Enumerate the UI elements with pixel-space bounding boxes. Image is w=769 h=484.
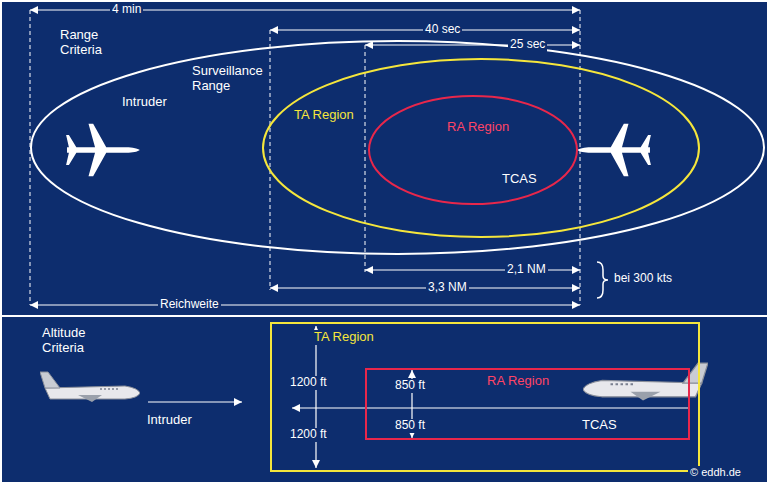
- ellipse-outline: [262, 58, 700, 238]
- intruder-plane-top: [66, 124, 140, 176]
- dimension-label: 25 sec: [508, 38, 547, 52]
- aircraft-label: TCAS: [580, 418, 619, 433]
- dimension-line: [365, 270, 580, 271]
- dashed-guides: [30, 10, 580, 305]
- ra-region-ellipse: RA RegionTCAS: [368, 95, 578, 205]
- dimension-line: [270, 288, 580, 289]
- brace: [597, 262, 608, 298]
- intruder-direction-arrow: [148, 401, 242, 402]
- guide-line: [270, 30, 271, 290]
- flight-path-arrow: [292, 407, 688, 408]
- watermark: © eddh.de: [688, 466, 743, 479]
- speed-note: bei 300 kts: [612, 272, 674, 286]
- dimension-line: [30, 305, 580, 306]
- region-label: Surveillance Range: [190, 64, 268, 94]
- altitude-label: 850 ft: [393, 379, 427, 393]
- ellipse-outline: [30, 40, 765, 255]
- surveillance-range-ellipse: Surveillance RangeIntruder TA Region RA Re…: [30, 40, 765, 255]
- ellipse-outline: [369, 96, 577, 204]
- panel-separator: [0, 315, 769, 317]
- criteria-heading: Altitude Criteria: [40, 326, 124, 356]
- ta-region-box: TA Region RA RegionTCAS: [270, 322, 700, 472]
- altitude-label: 1200 ft: [288, 376, 329, 390]
- tcas-plane-top: [577, 124, 651, 176]
- region-label: TA Region: [312, 330, 376, 345]
- aircraft-label: Intruder: [120, 95, 169, 110]
- altitude-label: 850 ft: [393, 419, 427, 433]
- region-label: RA Region: [445, 120, 511, 135]
- guide-line: [30, 10, 31, 305]
- ta-region-ellipse: TA Region RA RegionTCAS: [262, 58, 700, 238]
- aircraft-label: Intruder: [145, 413, 194, 428]
- dimension-label: 2,1 NM: [505, 263, 548, 277]
- aircraft-label: TCAS: [500, 172, 539, 187]
- guide-line: [365, 45, 366, 272]
- criteria-heading: Range Criteria: [58, 28, 124, 58]
- intruder-plane-side: [40, 372, 140, 402]
- ellipse-outline: [368, 95, 578, 205]
- dimension-line: [365, 45, 580, 46]
- altitude-label: 1200 ft: [288, 428, 329, 442]
- region-label: TA Region: [292, 108, 356, 123]
- dimension-label: 4 min: [110, 3, 143, 17]
- dimension-label: Reichweite: [158, 298, 221, 312]
- dimension-label: 3,3 NM: [426, 281, 469, 295]
- dimension-lines: [30, 10, 580, 305]
- dimension-label: 40 sec: [423, 23, 462, 37]
- altitude-arrow: [315, 326, 316, 468]
- region-label: RA Region: [485, 374, 551, 389]
- ellipse-outline: [31, 41, 764, 254]
- ellipse-outline: [263, 59, 699, 237]
